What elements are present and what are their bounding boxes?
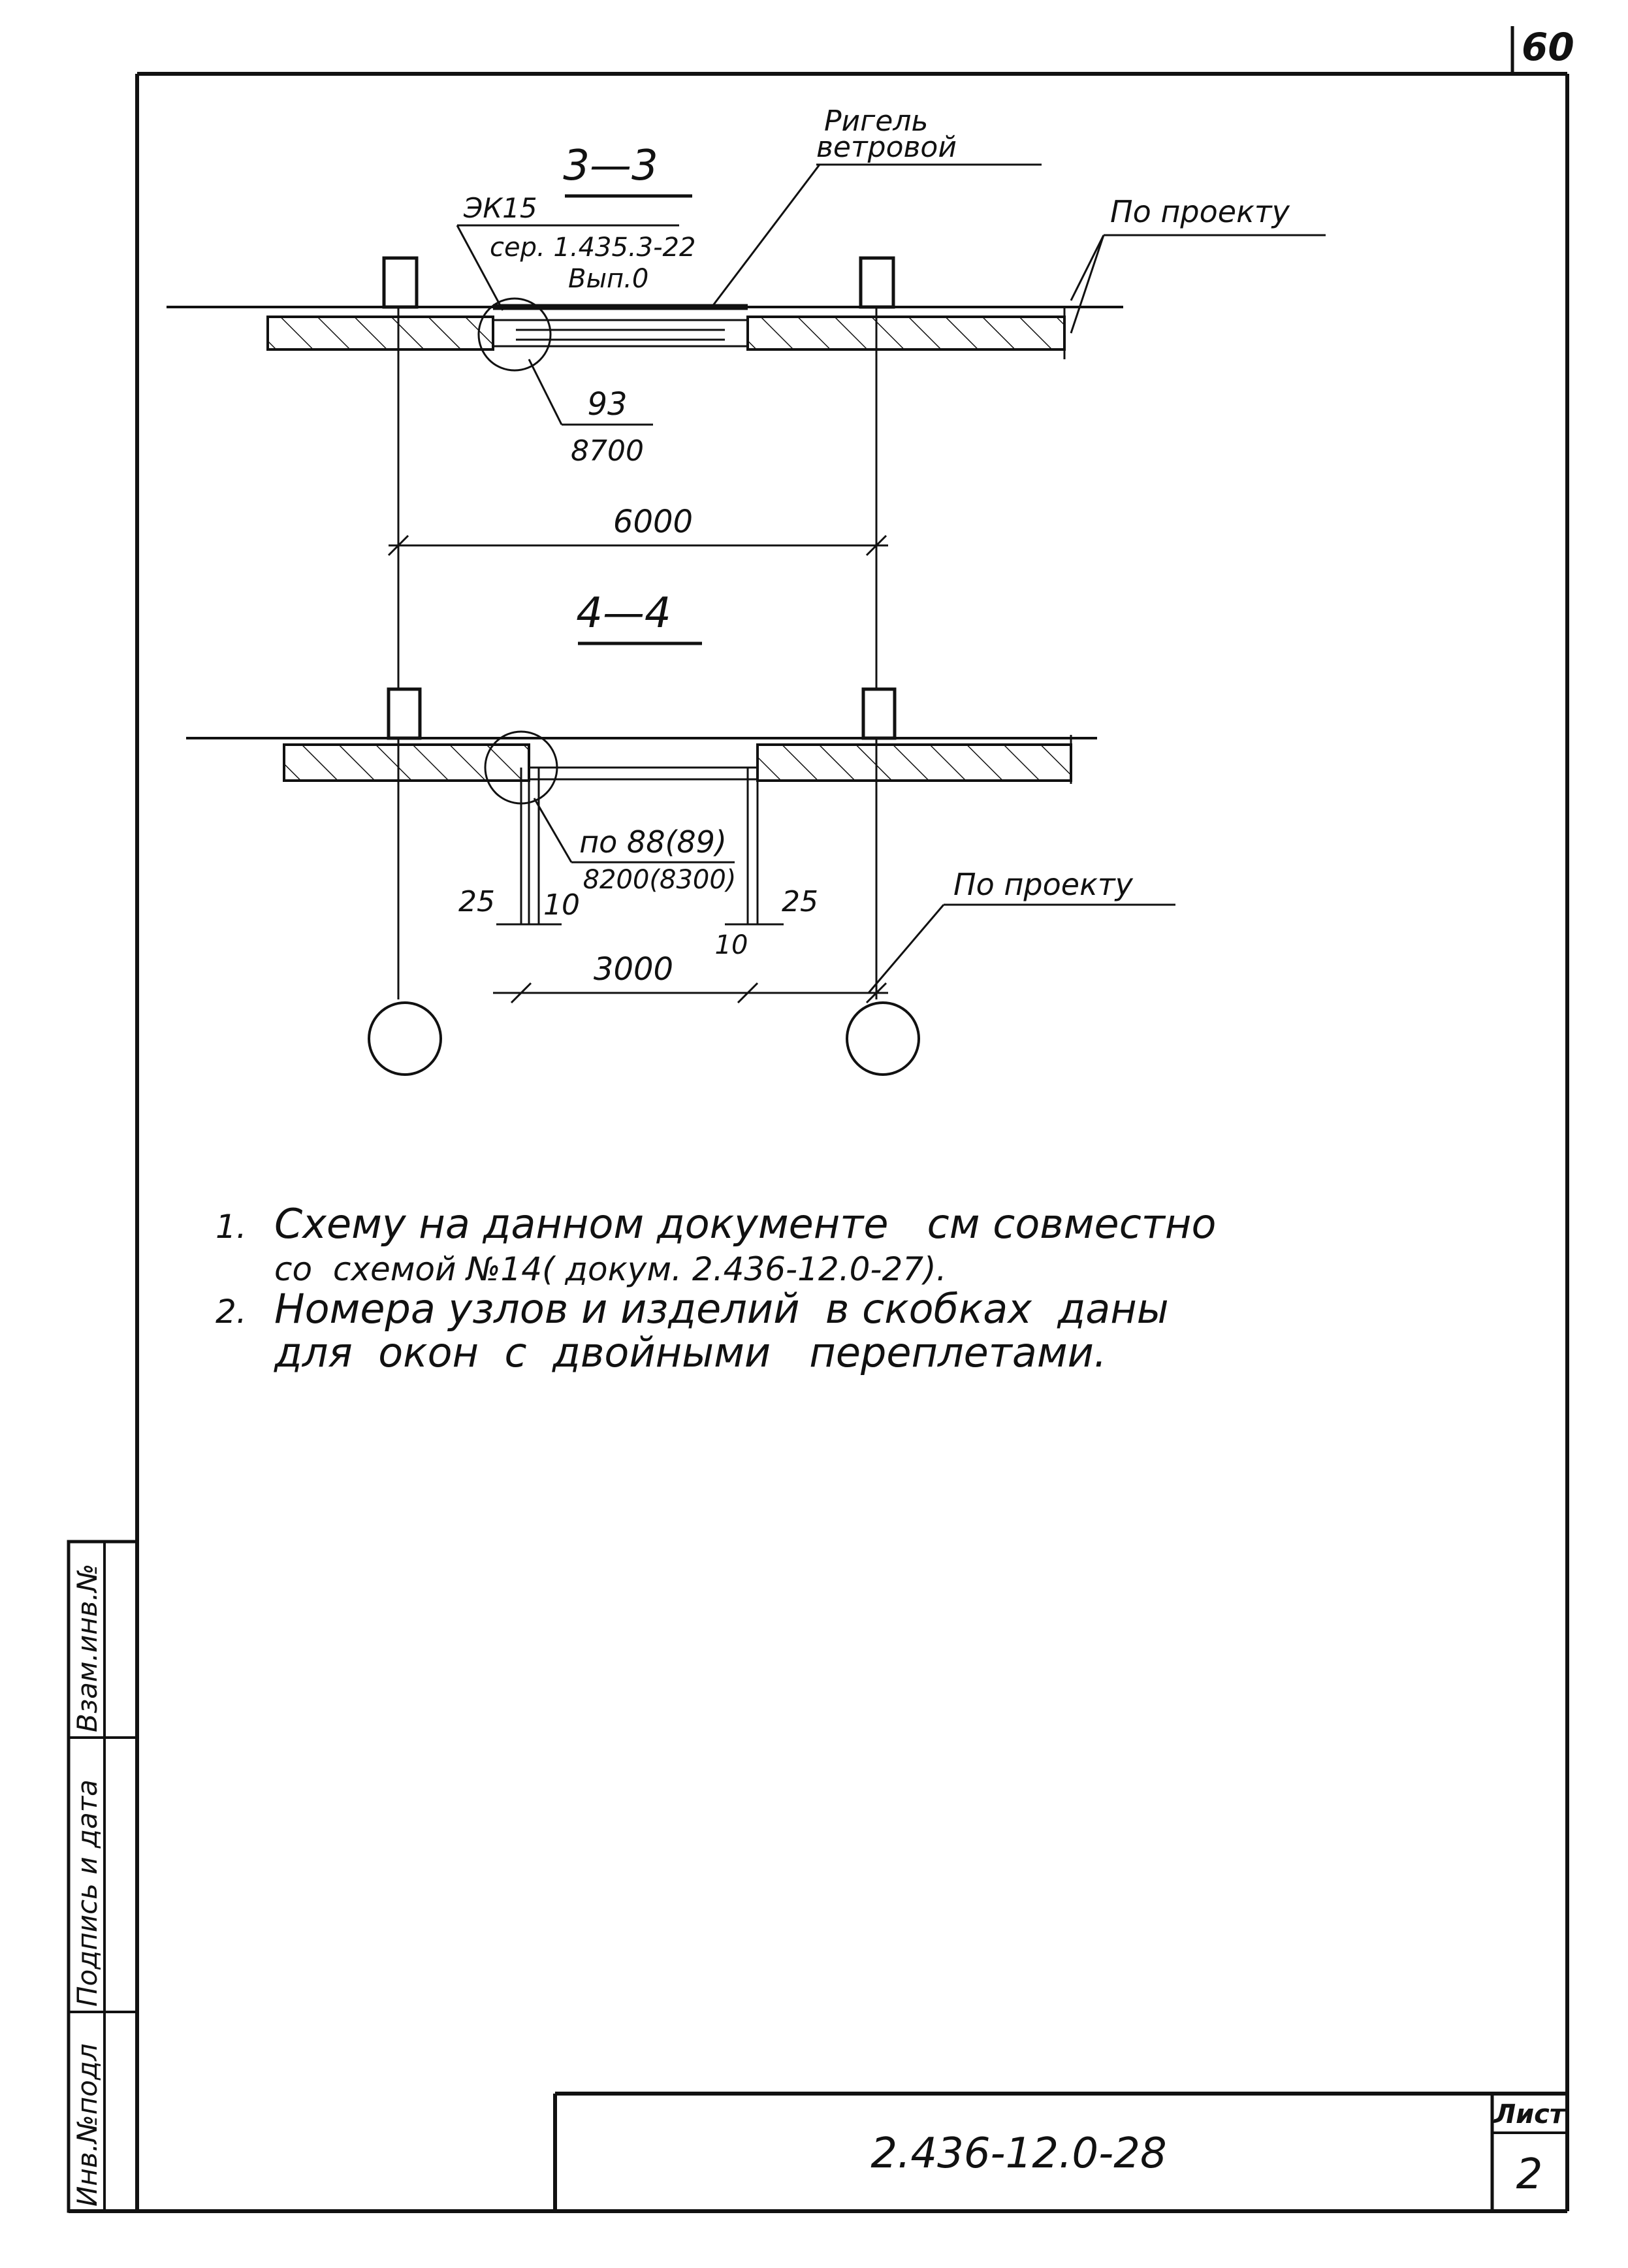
column-left-3-3 [382,256,419,309]
sheet-frame [69,26,1569,2213]
note-1-number: 1. [215,1208,247,1246]
section-3-3-title: 3—3 [563,142,658,190]
series-label: сер. 1.435.3-22 [490,233,695,263]
rigel-label-line1: Ригель [824,105,928,138]
node-93-label: 93 [587,386,627,423]
project-ref-label-top: По проекту [1110,194,1290,229]
dimension-6000: 6000 [613,504,693,540]
stamp-inv-podl: Инв.№подл [71,2043,103,2207]
note-2-line1: Номера узлов и изделий в скобках даны [274,1285,1169,1333]
column-right-3-3 [859,256,895,309]
note-1-line2: со схемой №14( докум. 2.436-12.0-27). [274,1250,946,1288]
node-8200-8300-label: 8200(8300) [583,865,737,895]
note-2-line2: для окон с двойными переплетами. [274,1329,1107,1376]
axis-marker-right [846,1001,920,1076]
section-3-3: 3—3 Ригель ветровой ЭК15 сер. 1.435.3-22… [167,105,1326,999]
dim-right-25: 25 [782,885,818,918]
title-block [553,2092,1567,2211]
dim-right-10: 10 [715,930,748,960]
rigel-label-line2: ветровой [816,131,957,164]
stamp-podpis-data: Подпись и дата [71,1779,103,2007]
node-callout-circle-3-3 [477,297,552,372]
dimension-3000: 3000 [594,951,673,988]
section-4-4-title: 4—4 [576,589,671,638]
node-88-89-label: по 88(89) [579,824,727,860]
note-1-line1: Схему на данном документе см совместно [274,1200,1216,1248]
note-2-number: 2. [215,1293,247,1331]
column-right-4-4 [861,687,897,740]
column-left-4-4 [387,687,422,740]
sheet-number: 2 [1516,2150,1543,2199]
corner-page-number: 60 [1522,25,1574,69]
sheet-label: Лист [1493,2099,1567,2130]
wall-right-4-4 [756,743,1072,782]
document-designation: 2.436-12.0-28 [870,2130,1166,2178]
notes-block: 1. Схему на данном документе см совместн… [215,1200,1216,1376]
axis-marker-left [368,1001,442,1076]
issue-label: Вып.0 [568,264,648,294]
node-8700-label: 8700 [571,434,644,468]
section-4-4: 4—4 по 88(89) 8200(8300) 25 10 25 10 300… [186,589,1175,1076]
dim-left-25: 25 [458,885,495,918]
wall-right-3-3 [746,316,1066,351]
dim-left-10: 10 [543,888,580,922]
element-ek15-label: ЭК15 [463,192,537,224]
wall-left-4-4 [283,743,530,782]
side-stamp: Инв.№подл Подпись и дата Взам.инв.№ [67,1540,139,2213]
node-callout-circle-4-4 [484,730,558,805]
project-ref-label-bottom: По проекту [953,867,1134,902]
wall-left-3-3 [266,316,494,351]
stamp-vzam-inv: Взам.инв.№ [71,1564,103,1732]
